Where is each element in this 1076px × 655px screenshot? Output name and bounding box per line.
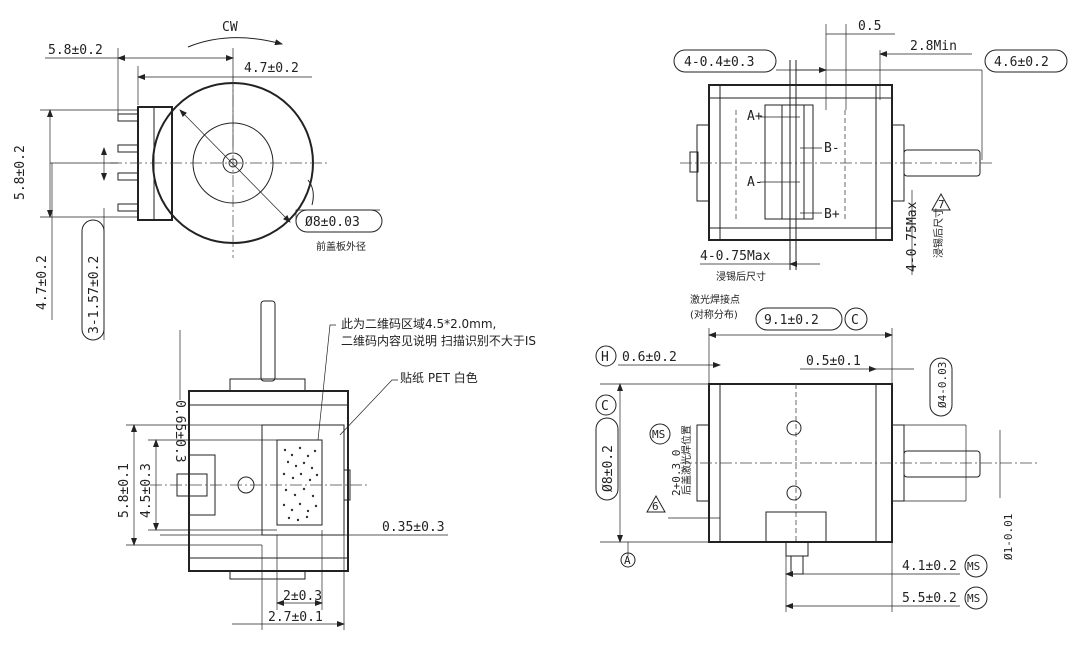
- pin-labels: A+ B- A- B+: [747, 109, 840, 222]
- cw-label: CW: [222, 20, 238, 35]
- note-rear-weld-position: 后盖激光焊位置: [680, 425, 693, 495]
- note-laser-weld-point: 激光焊接点: [690, 293, 740, 306]
- dim-diameter-8-0-2: Ø8±0.2: [601, 445, 616, 492]
- ref-ms-41: MS: [967, 560, 980, 573]
- dim-0-35: 0.35±0.3: [382, 520, 445, 535]
- bottom-left-body: [188, 390, 349, 572]
- dim-4-6: 4.6±0.2: [994, 55, 1049, 70]
- connector-housing: [137, 106, 173, 221]
- dim-4-7-horizontal: 4.7±0.2: [244, 61, 299, 76]
- ref-ms-55: MS: [967, 592, 980, 605]
- note-qr-content: 二维码内容见说明 扫描识别不大于IS: [341, 333, 536, 348]
- cw-rotation-arrow: [187, 37, 283, 48]
- ref-c-top: C: [851, 313, 859, 328]
- dim-2-0-3: 2±0.3: [283, 589, 322, 604]
- qr-code-area: [276, 439, 323, 526]
- note-sticker-pet: 贴纸 PET 白色: [400, 370, 478, 385]
- dim-diameter-4: Ø4-0.03: [936, 362, 949, 408]
- note-after-tin: 浸锡后尺寸: [716, 270, 766, 283]
- dim-pins-3-1-57: 3-1.57±0.2: [87, 256, 102, 334]
- side-view-top: 4-0.4±0.3 0.5 2.8Min 4.6±0.2 A+: [673, 19, 1068, 283]
- dim-0-5: 0.5: [858, 19, 881, 34]
- label-a-plus: A+: [747, 109, 763, 124]
- dim-2-7-0-1: 2.7±0.1: [268, 610, 323, 625]
- note-qr-area: 此为二维码区域4.5*2.0mm,: [341, 317, 496, 331]
- front-view: CW 5.8±0.2 4.7±0.2 Ø8±0.03: [13, 20, 383, 341]
- dim-5-8-vertical: 5.8±0.2: [13, 145, 28, 200]
- triangle-note-6: 6: [652, 500, 659, 513]
- dim-0-65: 0.65±0.3: [172, 400, 187, 463]
- dim-diameter-1: Ø1-0.01: [1002, 514, 1015, 560]
- ref-ms-left: MS: [652, 428, 665, 441]
- dim-5-5: 5.5±0.2: [902, 591, 957, 606]
- note-after-tin-vertical: 浸锡后尺寸: [932, 208, 945, 258]
- dim-4-0-75-max-vertical: 4-0.75Max: [905, 201, 920, 272]
- note-symmetric: (对称分布): [690, 308, 738, 321]
- dim-0-6: 0.6±0.2: [622, 350, 677, 365]
- label-b-minus: B-: [824, 141, 840, 156]
- ref-c-left: C: [601, 399, 609, 414]
- dim-9-1: 9.1±0.2: [764, 313, 819, 328]
- dim-0-5-0-1: 0.5±0.1: [806, 354, 861, 369]
- label-b-plus: B+: [824, 207, 840, 222]
- side-body-top: [708, 84, 893, 241]
- dim-4-5-0-3: 4.5±0.3: [139, 463, 154, 518]
- dim-4-0-75-max: 4-0.75Max: [700, 249, 771, 264]
- dim-2-8-min: 2.8Min: [910, 39, 957, 54]
- dim-4-1: 4.1±0.2: [902, 559, 957, 574]
- label-a-minus: A-: [747, 175, 763, 190]
- bottom-left-view: 此为二维码区域4.5*2.0mm, 二维码内容见说明 扫描识别不大于IS 贴纸 …: [117, 300, 536, 630]
- bottom-right-view: 激光焊接点 (对称分布) 9.1±0.2 C H 0.6±0.2 0.5±0.1: [595, 293, 1040, 612]
- dim-5-8-horizontal: 5.8±0.2: [48, 43, 103, 58]
- connector-pins: [117, 113, 139, 212]
- dim-4-7-vertical: 4.7±0.2: [35, 255, 50, 310]
- note-front-cover-diameter: 前盖板外径: [316, 240, 366, 253]
- ref-a: A: [624, 554, 631, 567]
- dim-diameter-8: Ø8±0.03: [305, 215, 360, 230]
- dim-4-0-4: 4-0.4±0.3: [684, 55, 754, 70]
- qr-dots: [282, 446, 319, 522]
- triangle-note-7: 7: [938, 198, 945, 211]
- dim-5-8-0-1: 5.8±0.1: [117, 463, 132, 518]
- ref-h: H: [601, 350, 609, 365]
- dim-2-tol: 2+0.3 0: [670, 450, 683, 496]
- sticker-area: [261, 424, 345, 536]
